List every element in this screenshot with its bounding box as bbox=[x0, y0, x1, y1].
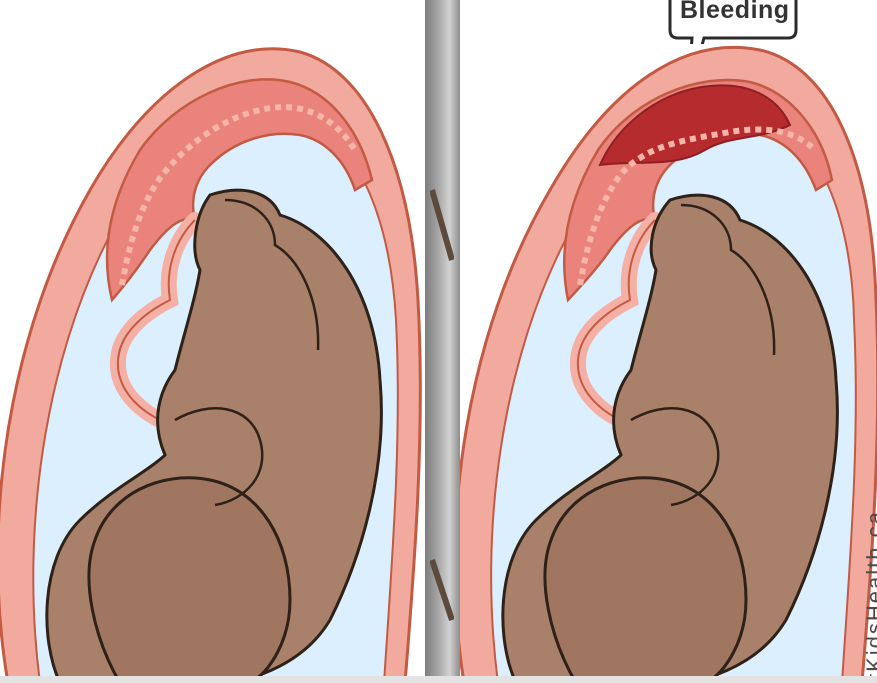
bottom-strip bbox=[0, 676, 877, 683]
bleeding-label: Bleeding bbox=[680, 0, 788, 25]
fetus-head bbox=[89, 478, 290, 683]
normal-placenta-panel bbox=[0, 0, 425, 683]
normal-placenta-illustration bbox=[0, 0, 425, 683]
placental-abruption-illustration bbox=[460, 0, 877, 683]
divider-frame-edge bbox=[430, 0, 454, 683]
placental-abruption-panel bbox=[460, 0, 877, 683]
watermark-text: tKidsHealth.ca bbox=[862, 510, 877, 680]
fetus-head bbox=[545, 478, 746, 683]
